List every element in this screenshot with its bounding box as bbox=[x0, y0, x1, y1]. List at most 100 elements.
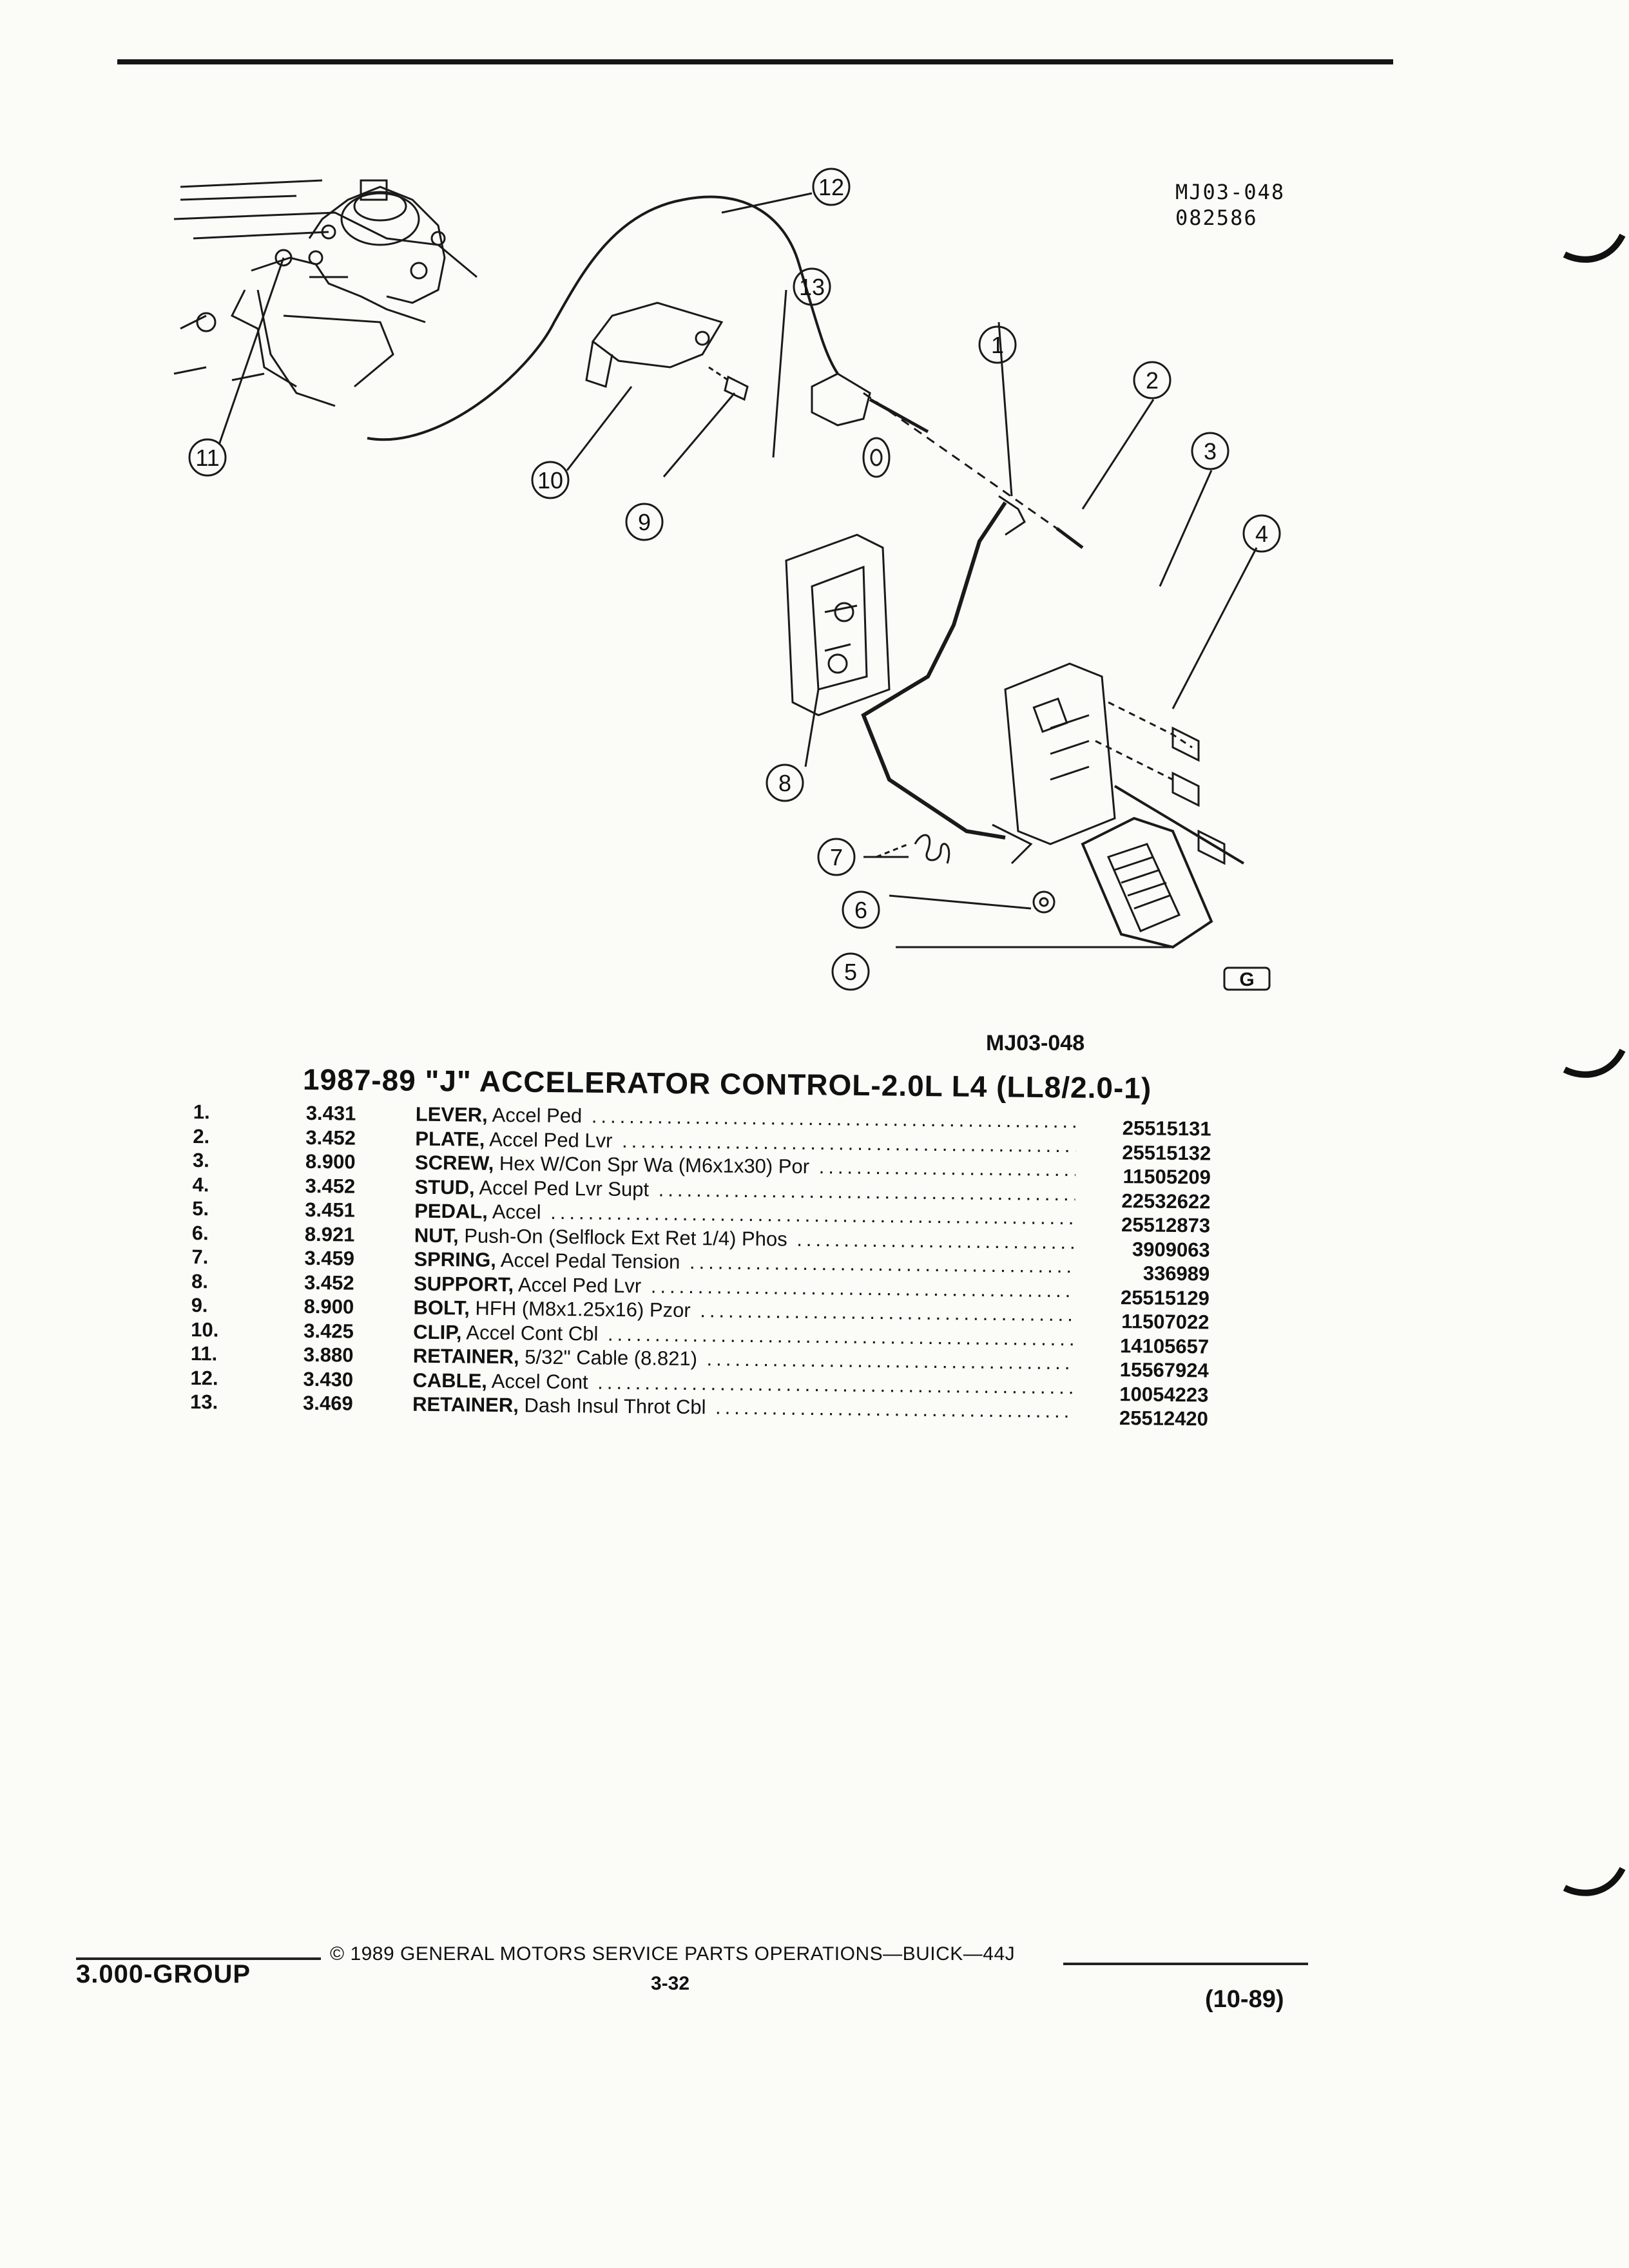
footer-rule-left bbox=[76, 1957, 321, 1960]
part-detail: 5/32" Cable (8.821) bbox=[519, 1345, 698, 1370]
part-number-index: 2. bbox=[193, 1124, 210, 1148]
scan-mark bbox=[1563, 233, 1626, 263]
section-title: 1987-89 "J" ACCELERATOR CONTROL-2.0L L4 … bbox=[302, 1062, 1152, 1105]
part-group-code: 3.459 bbox=[304, 1246, 355, 1270]
lever-part bbox=[861, 495, 1033, 865]
part-number-index: 13. bbox=[189, 1390, 218, 1414]
part-number-index: 8. bbox=[191, 1269, 209, 1293]
footer-copyright: © 1989 GENERAL MOTORS SERVICE PARTS OPER… bbox=[330, 1943, 1016, 1965]
part-detail: Accel Pedal Tension bbox=[496, 1248, 680, 1273]
callout-11: 11 bbox=[195, 445, 219, 471]
top-rule bbox=[117, 59, 1393, 64]
pedal-pad bbox=[1081, 816, 1213, 949]
page-number: 3-32 bbox=[651, 1973, 690, 1994]
callout-2: 2 bbox=[1146, 367, 1159, 394]
support-plate bbox=[785, 533, 891, 716]
callout-12: 12 bbox=[818, 174, 844, 200]
part-detail: Accel Cont bbox=[487, 1369, 588, 1393]
part-number-index: 1. bbox=[193, 1100, 210, 1124]
part-number-index: 6. bbox=[191, 1221, 209, 1244]
part-number-index: 9. bbox=[191, 1293, 208, 1317]
part-number-index: 7. bbox=[191, 1245, 209, 1269]
part-detail: Accel Cont Cbl bbox=[461, 1320, 599, 1345]
screws-studs bbox=[1095, 701, 1245, 865]
callout-9: 9 bbox=[638, 509, 651, 535]
callout-circles bbox=[188, 168, 1281, 991]
part-number-index: 10. bbox=[191, 1318, 219, 1341]
part-group-code: 3.880 bbox=[303, 1343, 354, 1367]
part-number-index: 3. bbox=[192, 1148, 210, 1172]
part-name: RETAINER, bbox=[412, 1344, 519, 1369]
dot-leader: ........................................… bbox=[715, 1396, 1074, 1423]
scan-mark bbox=[1563, 1048, 1626, 1078]
part-name: SUPPORT, bbox=[413, 1272, 514, 1296]
part-name: SPRING, bbox=[414, 1247, 497, 1271]
part-name: CABLE, bbox=[412, 1369, 488, 1392]
part-number: 25512420 bbox=[1119, 1407, 1209, 1430]
part-number-index: 12. bbox=[190, 1366, 218, 1389]
part-group-code: 3.431 bbox=[305, 1101, 356, 1125]
part-name: SCREW, bbox=[414, 1151, 494, 1175]
callout-13: 13 bbox=[799, 274, 825, 300]
part-name: LEVER, bbox=[415, 1102, 488, 1126]
part-name: BOLT, bbox=[413, 1296, 470, 1320]
part-group-code: 8.900 bbox=[305, 1149, 356, 1173]
part-name: NUT, bbox=[414, 1224, 459, 1247]
part-number-index: 4. bbox=[192, 1173, 209, 1196]
part-name: STUD, bbox=[414, 1175, 475, 1199]
part-group-code: 3.425 bbox=[304, 1319, 354, 1343]
footer-rule-right bbox=[1063, 1963, 1308, 1965]
callout-8: 8 bbox=[778, 770, 791, 796]
part-detail: Accel Ped Lvr bbox=[513, 1273, 642, 1297]
footer-group: 3.000-GROUP bbox=[76, 1960, 251, 1988]
part-group-code: 3.452 bbox=[305, 1174, 356, 1198]
figure-caption: MJ03-048 bbox=[986, 1031, 1085, 1055]
callout-6: 6 bbox=[854, 897, 867, 923]
part-name: PEDAL, bbox=[414, 1199, 488, 1223]
part-detail: Accel Ped Lvr Supt bbox=[474, 1176, 650, 1200]
logo-mark: G bbox=[1223, 966, 1271, 991]
leader-lines bbox=[218, 192, 1258, 948]
clip-part bbox=[585, 302, 724, 388]
callout-1: 1 bbox=[991, 332, 1004, 358]
part-detail: Hex W/Con Spr Wa (M6x1x30) Por bbox=[494, 1151, 810, 1178]
revision-date: (10-89) bbox=[1205, 1986, 1284, 2013]
push-nut bbox=[1032, 890, 1055, 914]
part-detail: Dash Insul Throt Cbl bbox=[518, 1394, 706, 1419]
part-name: PLATE, bbox=[415, 1127, 485, 1151]
part-group-code: 3.451 bbox=[305, 1198, 355, 1222]
logo-letter: G bbox=[1239, 969, 1254, 990]
callout-4: 4 bbox=[1255, 521, 1268, 547]
dot-leader: ........................................… bbox=[597, 1370, 1074, 1399]
callout-labels: 12 13 1 2 3 4 5 6 7 8 9 10 11 bbox=[195, 174, 1268, 985]
part-number-index: 11. bbox=[190, 1341, 218, 1365]
callout-10: 10 bbox=[537, 467, 563, 494]
cable-end bbox=[811, 372, 929, 434]
part-detail: Accel bbox=[487, 1200, 541, 1224]
engine-illustration bbox=[173, 179, 477, 407]
pedal-plate bbox=[1004, 662, 1116, 845]
figure-id: MJ03-048 bbox=[1175, 180, 1286, 204]
part-detail: HFH (M8x1.25x16) Pzor bbox=[469, 1296, 691, 1322]
scan-mark bbox=[1563, 1867, 1626, 1896]
dot-leader: ........................................… bbox=[689, 1251, 1075, 1278]
part-number-index: 5. bbox=[192, 1196, 209, 1220]
part-name: CLIP, bbox=[413, 1320, 462, 1343]
dot-leader: ........................................… bbox=[818, 1155, 1076, 1182]
part-group-code: 8.900 bbox=[304, 1294, 354, 1318]
dot-leader: ........................................… bbox=[700, 1299, 1074, 1327]
figure-code: MJ03-048 082586 bbox=[1175, 179, 1285, 231]
dot-leader: ........................................… bbox=[658, 1178, 1075, 1206]
figure-date-code: 082586 bbox=[1175, 206, 1258, 230]
part-detail: Accel Ped Lvr bbox=[485, 1128, 613, 1152]
part-group-code: 3.452 bbox=[304, 1271, 354, 1294]
dot-leader: ........................................… bbox=[607, 1322, 1074, 1350]
callout-5: 5 bbox=[844, 959, 857, 985]
spring-part bbox=[876, 834, 950, 864]
part-group-code: 3.430 bbox=[303, 1367, 354, 1391]
dot-leader: ........................................… bbox=[796, 1227, 1075, 1254]
dot-leader: ........................................… bbox=[706, 1347, 1074, 1375]
part-group-code: 8.921 bbox=[304, 1222, 355, 1246]
part-detail: Accel Ped bbox=[487, 1103, 583, 1128]
callout-7: 7 bbox=[830, 844, 843, 870]
